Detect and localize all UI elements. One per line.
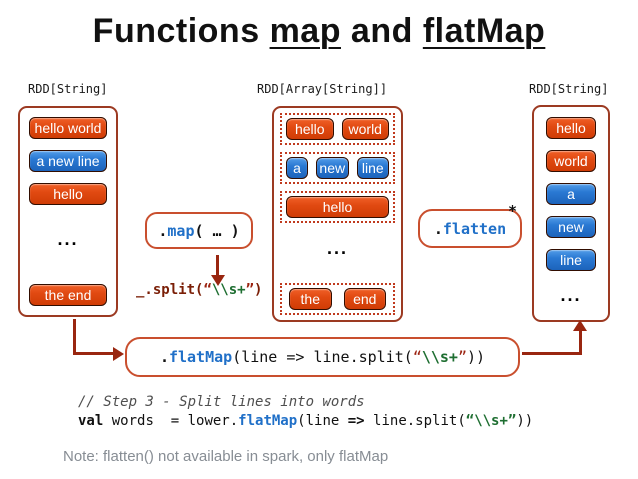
- code-statement: val words = lower.flatMap(line => line.s…: [78, 413, 533, 429]
- title-flatmap-underlined: flatMap: [422, 12, 546, 50]
- statement-flatmap: flatMap: [238, 413, 298, 429]
- fat-arrow: =>: [347, 413, 365, 429]
- array-group-a-new-line: a new line: [280, 152, 395, 184]
- statement-args-mid: line.split(: [364, 413, 466, 429]
- box-hello: hello: [29, 183, 107, 205]
- flatmap-args-after: )): [467, 348, 486, 366]
- map-dot: .: [158, 221, 168, 240]
- split-function-label: _.split(“\\s+”): [136, 282, 262, 298]
- flatmap-dot: .: [159, 348, 169, 366]
- box-new: new: [316, 157, 349, 179]
- right-elbow-arrow-vertical: [579, 330, 582, 355]
- flatten-dot: .: [433, 219, 443, 238]
- map-keyword: map: [167, 221, 195, 240]
- code-comment: // Step 3 - Split lines into words: [78, 394, 365, 410]
- flatten-operator-box: .flatten*: [418, 202, 522, 248]
- box-world: world: [546, 150, 596, 172]
- box-hello-wide: hello: [286, 196, 389, 218]
- array-group-hello: hello: [280, 191, 395, 223]
- statement-regex-string: “\\s+”: [465, 413, 517, 429]
- box-a: a: [286, 157, 308, 179]
- middle-column-ellipsis: ...: [326, 237, 348, 258]
- flatmap-operator-box: .flatMap(line => line.split(“\\s+”)): [125, 337, 520, 377]
- box-line: line: [356, 157, 389, 179]
- split-suffix: ): [254, 282, 263, 298]
- left-elbow-arrow-head: [113, 347, 124, 361]
- split-regex: \\s+: [211, 282, 246, 298]
- box-the-end: the end: [29, 284, 107, 306]
- statement-args-after: )): [516, 413, 534, 429]
- flatten-note: Note: flatten() not available in spark, …: [63, 448, 389, 465]
- split-open-quote: “: [203, 282, 212, 298]
- rdd-header-left: RDD[String]: [28, 82, 108, 96]
- statement-args-before: (line: [297, 413, 348, 429]
- map-split-arrow-head: [211, 275, 225, 286]
- box-a-new-line: a new line: [29, 150, 107, 172]
- box-new: new: [546, 216, 596, 238]
- right-elbow-arrow-horizontal: [522, 352, 582, 355]
- map-operator-box: .map( … ): [145, 212, 253, 249]
- val-keyword: val: [78, 413, 104, 429]
- flatmap-args-before: (line => line.split(: [232, 348, 413, 366]
- box-world: world: [341, 118, 389, 140]
- box-the: the: [289, 288, 332, 310]
- title-conjunction: and: [340, 12, 423, 50]
- title-map-underlined: map: [269, 12, 341, 50]
- map-args: ( … ): [194, 221, 240, 240]
- left-elbow-arrow-vertical: [73, 319, 76, 355]
- middle-column-rdd-array-strings: hello world a new line hello ... the end: [272, 106, 403, 322]
- left-elbow-arrow-horizontal: [73, 352, 114, 355]
- left-column-ellipsis: ...: [57, 229, 79, 249]
- title-prefix: Functions: [92, 12, 270, 50]
- flatten-asterisk: *: [507, 202, 517, 220]
- right-column-rdd-strings: hello world a new line ...: [532, 105, 610, 322]
- split-close-quote: ”: [245, 282, 255, 298]
- right-elbow-arrow-head: [573, 320, 587, 331]
- flatmap-regex: \\s+: [421, 348, 458, 366]
- flatmap-keyword: flatMap: [168, 348, 233, 366]
- box-end: end: [343, 288, 386, 310]
- flatmap-close-quote: ”: [457, 348, 467, 366]
- left-column-rdd-strings: hello world a new line hello ... the end: [18, 106, 118, 317]
- array-group-hello-world: hello world: [280, 113, 395, 145]
- map-split-arrow-stem: [216, 255, 219, 276]
- box-hello-world: hello world: [29, 117, 107, 139]
- split-prefix: _.split(: [136, 282, 204, 298]
- flatten-keyword: flatten: [442, 219, 507, 238]
- slide-title: Functions map and flatMap: [0, 12, 638, 51]
- box-hello: hello: [286, 118, 334, 140]
- rdd-header-middle: RDD[Array[String]]: [257, 82, 388, 96]
- box-hello: hello: [546, 117, 596, 139]
- array-group-the-end: the end: [280, 283, 395, 315]
- right-column-ellipsis: ...: [560, 284, 582, 305]
- flatmap-open-quote: “: [412, 348, 422, 366]
- box-line: line: [546, 249, 596, 271]
- box-a: a: [546, 183, 596, 205]
- rdd-header-right: RDD[String]: [529, 82, 609, 96]
- statement-lhs: words = lower.: [103, 413, 239, 429]
